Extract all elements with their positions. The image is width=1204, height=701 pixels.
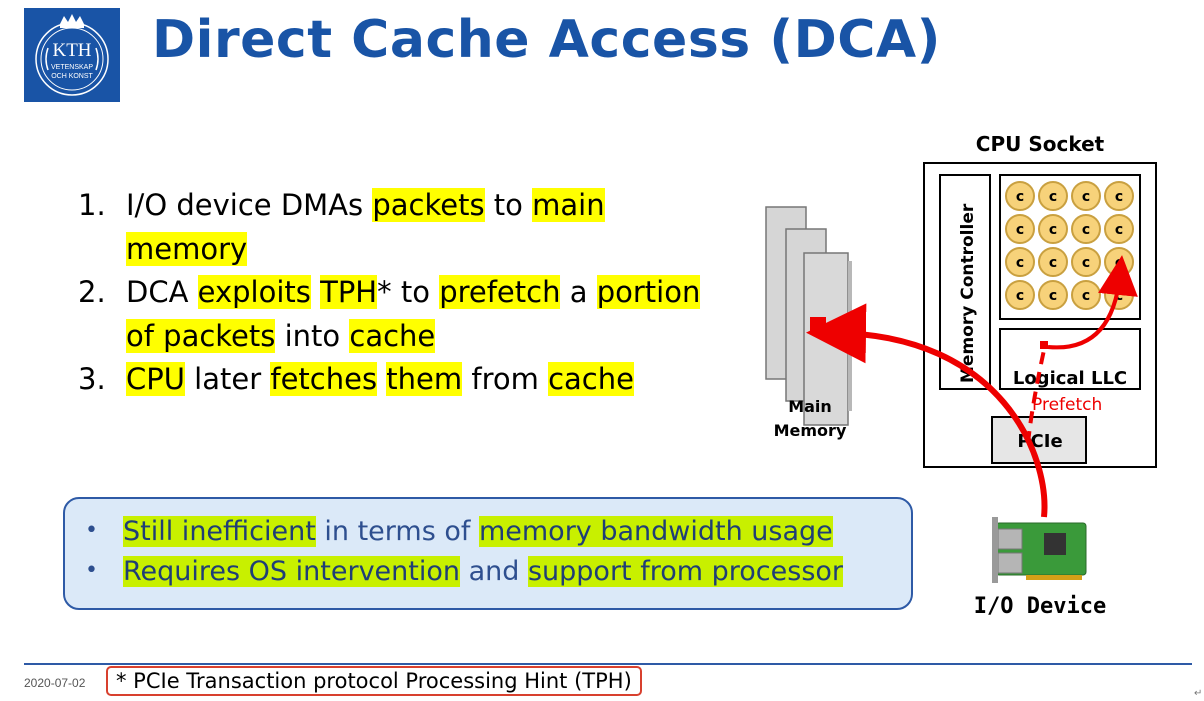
dca-diagram: CPU Socket Memory Controller c c c c c c c c c c c…	[765, 132, 1157, 619]
cpu-core: c	[1071, 214, 1101, 244]
core-label: c	[1082, 222, 1090, 238]
callout-text: and	[460, 556, 528, 587]
cpu-core: c	[1071, 280, 1101, 310]
highlighted-term: them	[386, 362, 463, 396]
cpu-core: c	[1005, 247, 1035, 277]
core-label: c	[1049, 288, 1057, 304]
step-text: from	[462, 362, 549, 396]
core-label: c	[1082, 255, 1090, 271]
step-text: DCA	[126, 275, 198, 309]
highlighted-term: cache	[349, 318, 436, 353]
prefetch-arrow	[1026, 349, 1046, 444]
callout-list: • Still inefficient in terms of memory ba…	[65, 499, 911, 591]
kth-logo: KTH VETENSKAP OCH KONST	[24, 8, 120, 102]
bullet: •	[85, 558, 98, 583]
callout-item-1: • Still inefficient in terms of memory ba…	[85, 511, 911, 551]
cpu-core: c	[1038, 181, 1068, 211]
step-number: 1.	[78, 188, 106, 222]
step-text: I/O device DMAs	[126, 188, 373, 222]
llc-box	[999, 328, 1141, 390]
step-text	[311, 275, 320, 309]
logo-subtitle-1: VETENSKAP	[51, 64, 93, 71]
main-memory-icon	[765, 206, 852, 426]
main-memory-label-1: Main	[788, 397, 832, 416]
step-number: 2.	[78, 275, 106, 309]
cpu-core: c	[1038, 214, 1068, 244]
main-memory-label-2: Memory	[774, 421, 847, 440]
highlighted-term: TPH	[320, 275, 378, 309]
highlighted-term: cache	[548, 362, 634, 396]
highlighted-term: Requires OS intervention	[123, 556, 460, 587]
highlighted-term: fetches	[270, 362, 378, 396]
step-number: 3.	[78, 362, 106, 396]
highlighted-term: CPU	[126, 362, 185, 396]
core-label: c	[1016, 189, 1024, 205]
prefetch-label: Prefetch	[1032, 395, 1102, 415]
highlighted-term: memory bandwidth usage	[478, 516, 833, 547]
memory-controller-label: Memory Controller	[958, 203, 978, 383]
cpu-core: c	[1104, 214, 1134, 244]
page-title: Direct Cache Access (DCA)	[152, 10, 941, 70]
step-1: 1.I/O device DMAs packets to main memory	[78, 184, 718, 271]
step-text: later	[184, 362, 271, 396]
logo-subtitle-2: OCH KONST	[51, 73, 93, 80]
cpu-core: c	[1038, 247, 1068, 277]
bullet: •	[85, 518, 98, 543]
footer-divider	[24, 663, 1192, 665]
kth-crest-icon: KTH VETENSKAP OCH KONST	[35, 14, 109, 96]
core-label: c	[1082, 189, 1090, 205]
cpu-core: c	[1005, 181, 1035, 211]
cpu-core: c	[1104, 247, 1134, 277]
callout-box: • Still inefficient in terms of memory ba…	[63, 497, 913, 610]
callout-item-2: • Requires OS intervention and support fr…	[85, 551, 911, 591]
footnote-box: * PCIe Transaction protocol Processing H…	[106, 666, 642, 696]
step-text: into	[275, 318, 350, 353]
footer-date: 2020-07-02	[24, 676, 86, 690]
llc-packet-marker	[1040, 341, 1048, 349]
core-label: c	[1049, 189, 1057, 205]
step-text: a	[560, 275, 597, 309]
highlighted-term: packets	[372, 188, 485, 222]
core-label: c	[1016, 255, 1024, 271]
highlighted-term: exploits	[197, 275, 311, 309]
core-label: c	[1115, 222, 1123, 238]
core-label: c	[1115, 189, 1123, 205]
step-text: * to	[377, 275, 440, 309]
core-label: c	[1016, 288, 1024, 304]
step-3: 3. CPU later fetches them from cache	[78, 358, 718, 402]
cpu-core: c	[1005, 280, 1035, 310]
core-label: c	[1049, 222, 1057, 238]
cpu-core: c	[1071, 247, 1101, 277]
llc-label: Logical LLC	[1013, 368, 1127, 389]
core-label: c	[1049, 255, 1057, 271]
core-label: c	[1115, 255, 1123, 271]
nic-icon	[992, 517, 1087, 583]
step-list: 1.I/O device DMAs packets to main memory…	[78, 184, 718, 402]
core-label: c	[1082, 288, 1090, 304]
cpu-core: c	[1038, 280, 1068, 310]
pcie-box	[991, 416, 1087, 464]
core-label: c	[1016, 222, 1024, 238]
step-text	[377, 362, 386, 396]
memory-packet-marker	[810, 317, 826, 333]
io-device-label: I/O Device	[974, 594, 1106, 619]
step-text: to	[484, 188, 533, 222]
logo-text: KTH	[52, 40, 91, 61]
callout-text: in terms of	[315, 516, 479, 547]
cpu-fetch-arrow	[1047, 255, 1138, 350]
highlighted-term: prefetch	[439, 275, 561, 309]
memory-controller-box	[939, 174, 991, 390]
corner-mark: ↵	[1194, 688, 1203, 699]
cpu-core: c	[1071, 181, 1101, 211]
highlighted-term: support from processor	[527, 556, 844, 587]
cpu-core: c	[1005, 214, 1035, 244]
cpu-socket-label: CPU Socket	[976, 132, 1105, 156]
cpu-core: c	[1104, 181, 1134, 211]
dma-arrow	[806, 303, 1048, 518]
highlighted-term: Still inefficient	[123, 516, 316, 547]
step-2: 2.DCA exploits TPH* to prefetch a portio…	[78, 271, 718, 358]
